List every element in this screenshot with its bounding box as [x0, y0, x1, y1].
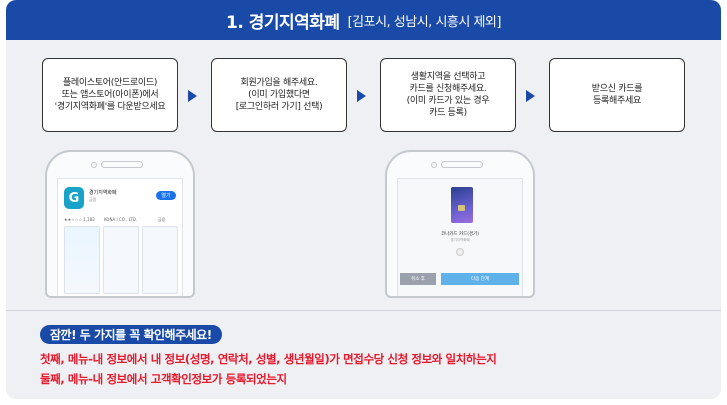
app-developer: KONA I CO., LTD. — [104, 217, 138, 222]
arrow-right-icon — [526, 90, 535, 102]
phone-mockup-card: 코나카드 카드(경기) 경기지역화폐 취소 후 다음 단계 — [385, 150, 535, 298]
card-image-icon — [451, 187, 473, 223]
step-1-box: 플레이스토어(안드로이드) 또는 앱스토어(아이폰)에서 '경기지역화폐'를 다… — [42, 58, 178, 132]
app-tag: 금융 — [158, 217, 166, 222]
step-3-line-3: (이미 카드가 있는 경우 — [406, 96, 490, 106]
step-4-line-1: 받으신 카드를 — [591, 84, 643, 94]
open-button[interactable]: 열기 — [156, 191, 176, 200]
step-3-line-2: 카드를 신청해주세요. — [409, 84, 487, 94]
phone-mockup-appstore: G 경기지역화폐 금융 열기 ★★☆☆☆ 1,183 KONA I CO., L… — [45, 150, 195, 298]
app-rating: ★★☆☆☆ 1,183 — [64, 217, 95, 222]
step-3-line-4: 카드 등록) — [429, 108, 467, 118]
banner-subtitle: [김포시, 성남시, 시흥시 제외] — [347, 14, 502, 30]
next-button[interactable]: 다음 단계 — [441, 273, 519, 285]
screenshot-strip — [64, 226, 178, 294]
step-4-box: 받으신 카드를 등록해주세요 — [549, 58, 685, 132]
step-1-line-2: 또는 앱스토어(아이폰)에서 — [61, 90, 159, 100]
cancel-button[interactable]: 취소 후 — [400, 273, 436, 285]
card-title: 코나카드 카드(경기) — [440, 232, 480, 237]
section-divider — [6, 310, 721, 311]
notice-badge: 잠깐! 두 가지를 꼭 확인해주세요! — [40, 325, 222, 344]
app-name: 경기지역화폐 — [89, 190, 117, 196]
step-1-line-1: 플레이스토어(안드로이드) — [62, 78, 158, 88]
arrow-right-icon — [188, 90, 197, 102]
notice-line-1: 첫째, 메뉴-내 정보에서 내 정보(성명, 연락처, 성별, 생년월일)가 면… — [40, 352, 497, 366]
card-screen: 코나카드 카드(경기) 경기지역화폐 취소 후 다음 단계 — [397, 178, 523, 296]
app-screenshot — [142, 226, 178, 294]
app-screenshot — [64, 226, 100, 294]
step-2-line-1: 회원가입을 해주세요. — [240, 78, 318, 88]
page-frame: 1. 경기지역화폐 [김포시, 성남시, 시흥시 제외] 플레이스토어(안드로이… — [6, 0, 721, 399]
speaker-notch — [441, 161, 483, 168]
app-logo-icon: G — [64, 187, 84, 209]
step-2-line-2: (이미 가입했다면 — [248, 90, 310, 100]
radio-select-icon[interactable] — [456, 248, 464, 256]
step-flow: 플레이스토어(안드로이드) 또는 앱스토어(아이폰)에서 '경기지역화폐'를 다… — [42, 58, 692, 132]
arrow-right-icon — [357, 90, 366, 102]
step-2-box: 회원가입을 해주세요. (이미 가입했다면 [로그인하러 가기] 선택) — [211, 58, 347, 132]
section-banner: 1. 경기지역화폐 [김포시, 성남시, 시흥시 제외] — [6, 0, 721, 40]
card-chip-icon — [458, 205, 465, 211]
app-screenshot — [103, 226, 139, 294]
app-category: 금융 — [89, 197, 97, 202]
step-1-line-3: '경기지역화폐'를 다운받으세요 — [54, 102, 166, 112]
step-3-box: 생활지역을 선택하고 카드를 신청해주세요. (이미 카드가 있는 경우 카드 … — [380, 58, 516, 132]
speaker-notch — [101, 161, 143, 168]
banner-title: 1. 경기지역화폐 — [226, 12, 340, 33]
step-3-line-1: 생활지역을 선택하고 — [410, 72, 486, 82]
camera-icon — [431, 162, 437, 168]
camera-icon — [91, 162, 97, 168]
appstore-screen: G 경기지역화폐 금융 열기 ★★☆☆☆ 1,183 KONA I CO., L… — [57, 178, 183, 296]
card-subtitle: 경기지역화폐 — [450, 238, 470, 242]
step-4-line-2: 등록해주세요 — [593, 96, 641, 106]
step-2-line-3: [로그인하러 가기] 선택) — [235, 102, 323, 112]
notice-line-2: 둘째, 메뉴-내 정보에서 고객확인정보가 등록되었는지 — [40, 372, 287, 386]
